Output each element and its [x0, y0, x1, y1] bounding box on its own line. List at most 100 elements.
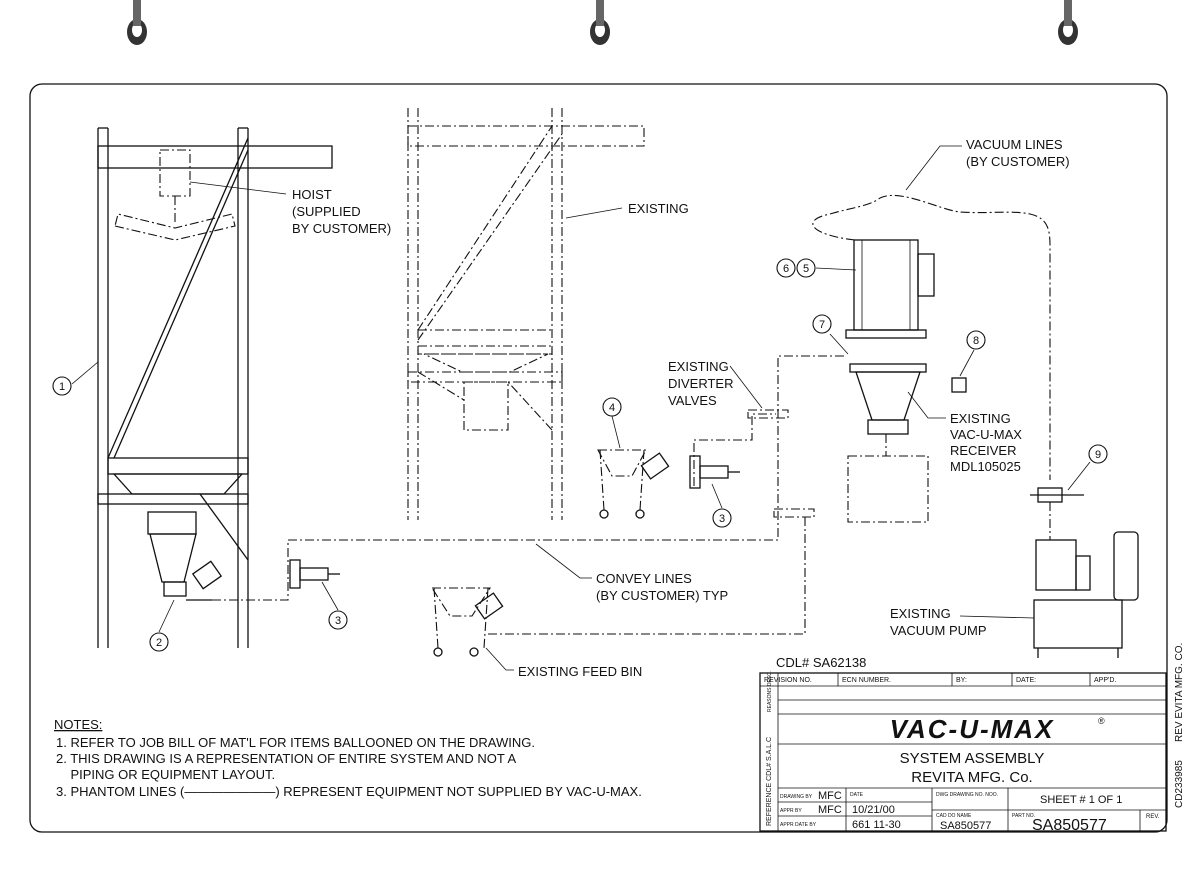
- svg-text:9: 9: [1095, 449, 1101, 461]
- svg-text:(BY CUSTOMER) TYP: (BY CUSTOMER) TYP: [596, 588, 728, 603]
- convey-line-diverter: [693, 413, 776, 486]
- svg-text:2: 2: [156, 637, 162, 649]
- svg-text:5: 5: [803, 263, 809, 275]
- valve-3-right: [689, 455, 740, 489]
- vacuum-line: [812, 194, 1051, 480]
- svg-text:BY:: BY:: [956, 677, 967, 684]
- balloon-2: 2: [149, 632, 169, 652]
- valve-3-left: [289, 559, 340, 589]
- balloon-5: 5: [796, 258, 816, 278]
- svg-text:(BY CUSTOMER): (BY CUSTOMER): [966, 154, 1070, 169]
- svg-text:BY CUSTOMER): BY CUSTOMER): [292, 221, 391, 236]
- balloon-7: 7: [812, 314, 832, 334]
- svg-text:REASONS DESC.: REASONS DESC.: [767, 671, 773, 712]
- svg-text:SA850577: SA850577: [940, 820, 991, 832]
- customer-name: REVITA MFG. Co.: [911, 769, 1032, 786]
- svg-text:3: 3: [335, 615, 341, 627]
- balloon-4: 4: [602, 397, 622, 417]
- vacuum-relief-valve-9: [1030, 487, 1084, 540]
- callout-receiver: EXISTING VAC-U-MAX RECEIVER MDL105025: [950, 411, 1022, 474]
- svg-text:NOTES:: NOTES:: [54, 717, 102, 732]
- svg-text:PIPING OR EQUIPMENT LAYOUT.: PIPING OR EQUIPMENT LAYOUT.: [56, 767, 275, 782]
- svg-text:®: ®: [1098, 716, 1105, 726]
- part-number: SA850577: [1032, 817, 1107, 834]
- svg-text:DRAWING BY: DRAWING BY: [780, 794, 813, 800]
- receiver: [845, 239, 935, 523]
- filter-8: [951, 377, 967, 393]
- svg-text:REVISION NO.: REVISION NO.: [764, 677, 812, 684]
- svg-text:APPR BY: APPR BY: [780, 808, 802, 814]
- callout-vacuum-lines: VACUUM LINES (BY CUSTOMER): [966, 137, 1070, 169]
- svg-text:DATE:: DATE:: [1016, 677, 1036, 684]
- drawing-border: [29, 83, 1168, 833]
- svg-text:1. REFER TO JOB BILL OF MAT'L: 1. REFER TO JOB BILL OF MAT'L FOR ITEMS …: [56, 735, 535, 750]
- svg-text:VACUUM LINES: VACUUM LINES: [966, 137, 1063, 152]
- callout-vacuum-pump: EXISTING VACUUM PUMP: [890, 606, 987, 638]
- svg-text:RECEIVER: RECEIVER: [950, 443, 1016, 458]
- svg-text:MDL105025: MDL105025: [950, 459, 1021, 474]
- svg-text:CAD DO NAME: CAD DO NAME: [936, 813, 972, 819]
- convey-line-main: [212, 355, 846, 601]
- svg-text:VALVES: VALVES: [668, 393, 717, 408]
- leader-lines: [71, 145, 1091, 671]
- svg-text:REFERENCE CDL# S.A.L.C: REFERENCE CDL# S.A.L.C: [766, 737, 773, 826]
- svg-text:REV EVITA MFG. CO.: REV EVITA MFG. CO.: [1174, 643, 1185, 742]
- balloon-6: 6: [776, 258, 796, 278]
- svg-text:PART NO.: PART NO.: [1012, 813, 1035, 819]
- balloon-3: 3: [328, 610, 348, 630]
- vac-u-max-logo: VAC-U-MAX: [890, 714, 1055, 744]
- svg-text:DIVERTER: DIVERTER: [668, 376, 734, 391]
- svg-text:10/21/00: 10/21/00: [852, 804, 895, 816]
- vacuum-pump: [1033, 531, 1139, 658]
- svg-text:MFC: MFC: [818, 804, 842, 816]
- sheet-number: SHEET # 1 OF 1: [1040, 794, 1122, 806]
- title-block: CDL# SA62138 REVISION NO. ECN NUMBER. BY…: [759, 643, 1185, 834]
- cdl-number: CDL# SA62138: [776, 655, 866, 670]
- svg-text:3. PHANTOM LINES (———————) REP: 3. PHANTOM LINES (———————) REPRESENT EQU…: [56, 784, 642, 799]
- callout-convey: CONVEY LINES (BY CUSTOMER) TYP: [596, 571, 728, 603]
- svg-text:4: 4: [609, 402, 615, 414]
- svg-text:EXISTING: EXISTING: [950, 411, 1011, 426]
- hoist-frame: [97, 127, 333, 648]
- svg-text:2. THIS DRAWING IS A REPRESENT: 2. THIS DRAWING IS A REPRESENTATION OF E…: [56, 751, 516, 766]
- svg-text:VACUUM PUMP: VACUUM PUMP: [890, 623, 987, 638]
- binder-ring-icon: [590, 0, 610, 45]
- convey-line-feed: [488, 514, 806, 635]
- svg-text:EXISTING: EXISTING: [890, 606, 951, 621]
- callout-feed-bin: EXISTING FEED BIN: [518, 664, 642, 679]
- svg-text:HOIST: HOIST: [292, 187, 332, 202]
- existing-feed-bin: [430, 587, 504, 657]
- balloon-8: 8: [966, 330, 986, 350]
- binder-ring-icon: [1058, 0, 1078, 45]
- svg-text:EXISTING: EXISTING: [668, 359, 729, 374]
- svg-text:ECN NUMBER.: ECN NUMBER.: [842, 677, 891, 684]
- svg-text:DATE: DATE: [850, 792, 864, 798]
- svg-text:1: 1: [59, 381, 65, 393]
- svg-text:MFC: MFC: [818, 790, 842, 802]
- svg-text:APP'D.: APP'D.: [1094, 677, 1116, 684]
- svg-text:CONVEY LINES: CONVEY LINES: [596, 571, 692, 586]
- discharger: [147, 511, 223, 601]
- binder-ring-icon: [127, 0, 147, 45]
- feed-bin-4: [597, 449, 670, 519]
- svg-text:REV.: REV.: [1146, 814, 1160, 820]
- balloon-3: 3: [712, 508, 732, 528]
- drawing-title: SYSTEM ASSEMBLY: [900, 750, 1045, 767]
- existing-frame: [407, 108, 645, 520]
- notes: NOTES: 1. REFER TO JOB BILL OF MAT'L FOR…: [54, 717, 642, 799]
- callout-hoist: HOIST (SUPPLIED BY CUSTOMER): [292, 187, 391, 236]
- svg-text:CD233985: CD233985: [1174, 760, 1185, 808]
- svg-text:VAC-U-MAX: VAC-U-MAX: [950, 427, 1022, 442]
- svg-text:(SUPPLIED: (SUPPLIED: [292, 204, 361, 219]
- svg-text:3: 3: [719, 513, 725, 525]
- hoist: [114, 149, 236, 241]
- balloon-9: 9: [1088, 444, 1108, 464]
- diverter-valve: [773, 508, 815, 518]
- svg-text:6: 6: [783, 263, 789, 275]
- svg-text:DWG DRAWING NO. NOO.: DWG DRAWING NO. NOO.: [936, 792, 998, 798]
- diverter-valve: [747, 409, 789, 419]
- callout-existing: EXISTING: [628, 201, 689, 216]
- svg-text:8: 8: [973, 335, 979, 347]
- svg-text:APPR DATE BY: APPR DATE BY: [780, 822, 817, 828]
